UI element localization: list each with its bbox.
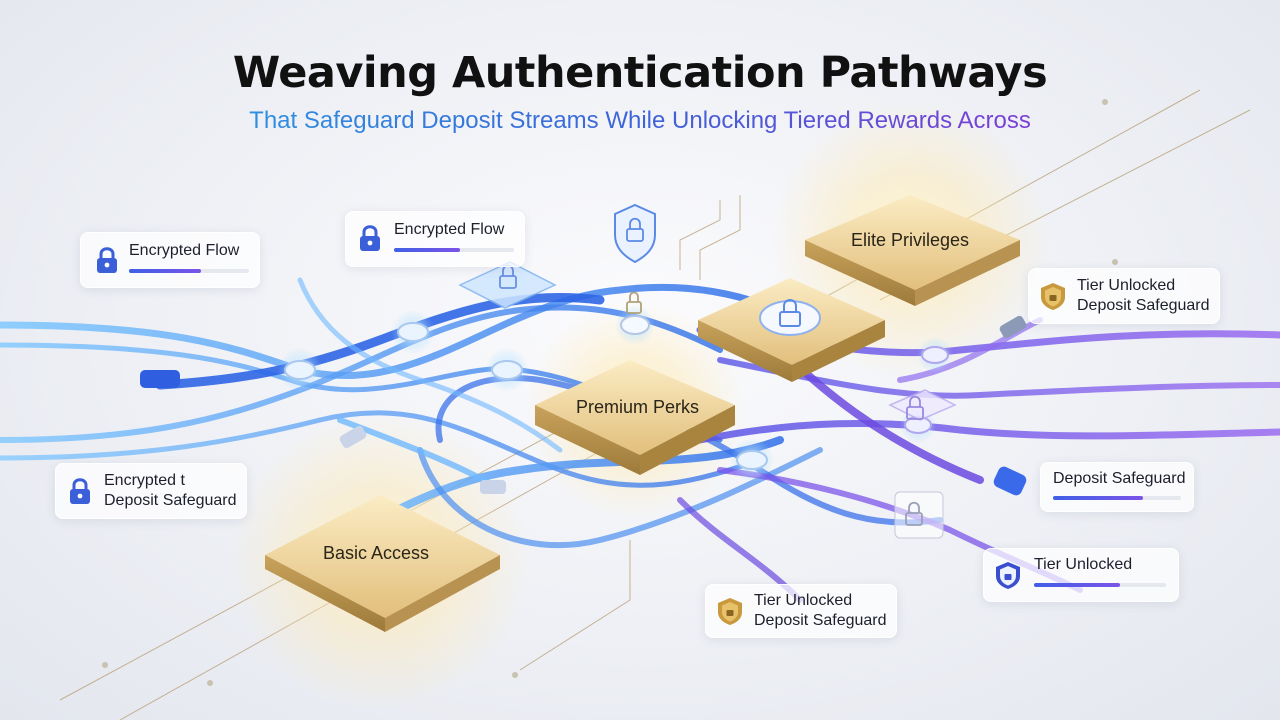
- progress-track: [129, 269, 249, 273]
- progress-track: [1053, 496, 1181, 500]
- elite-privileges-platform: [805, 195, 1020, 306]
- progress-track: [1034, 583, 1166, 587]
- callout-encrypted-deposit: Encrypted t Deposit Safeguard: [55, 463, 247, 519]
- callout-label: Tier Unlocked: [1034, 556, 1133, 573]
- basic-access-platform: [265, 495, 500, 632]
- callout-tier-unlocked-bottom: Tier Unlocked: [983, 548, 1179, 602]
- lock-chip: [698, 278, 885, 382]
- premium-perks-platform: [535, 360, 735, 475]
- cable-plugs: [140, 315, 1027, 496]
- progress-fill: [1034, 583, 1120, 587]
- blue-streams: [0, 277, 943, 564]
- progress-fill: [394, 248, 460, 252]
- callout-encrypted-flow-left: Encrypted Flow: [80, 232, 260, 288]
- callout-label: Encrypted Flow: [129, 242, 240, 259]
- circuit-dots: [102, 99, 1118, 686]
- padlock-icon: [360, 225, 380, 251]
- progress-fill: [129, 269, 201, 273]
- callout-label: Deposit Safeguard: [1053, 470, 1186, 487]
- premium-perks-label: Premium Perks: [576, 397, 700, 417]
- network-padlocks: [499, 264, 924, 526]
- shield-badge: [614, 203, 656, 264]
- progress-track: [394, 248, 514, 252]
- basic-access-label: Basic Access: [323, 543, 430, 563]
- callout-line-1: Tier Unlocked: [1077, 277, 1176, 294]
- callout-label: Encrypted Flow: [394, 221, 505, 238]
- connector-nodes: [278, 305, 953, 482]
- gold-shield-icon: [1041, 283, 1065, 310]
- shield-icon: [996, 562, 1020, 589]
- callout-line-2: Deposit Safeguard: [754, 612, 887, 629]
- callout-deposit-safeguard: Deposit Safeguard: [1040, 462, 1194, 512]
- padlock-icon: [97, 247, 117, 273]
- padlock-icon: [70, 478, 90, 504]
- callout-encrypted-flow-top: Encrypted Flow: [345, 211, 525, 267]
- page-subtitle: That Safeguard Deposit Streams While Unl…: [0, 107, 1280, 135]
- callout-line-1: Encrypted t: [104, 472, 185, 489]
- callout-tier-unlocked-center: Tier Unlocked Deposit Safeguard: [705, 584, 897, 638]
- callout-line-2: Deposit Safeguard: [1077, 297, 1210, 314]
- callout-tier-unlocked-right: Tier Unlocked Deposit Safeguard: [1028, 268, 1220, 324]
- progress-fill: [1053, 496, 1143, 500]
- elite-privileges-label: Elite Privileges: [851, 230, 970, 250]
- callout-line-1: Tier Unlocked: [754, 592, 853, 609]
- callout-line-2: Deposit Safeguard: [104, 492, 237, 509]
- gold-shield-icon: [718, 598, 742, 625]
- page-title: Weaving Authentication Pathways: [232, 48, 1048, 98]
